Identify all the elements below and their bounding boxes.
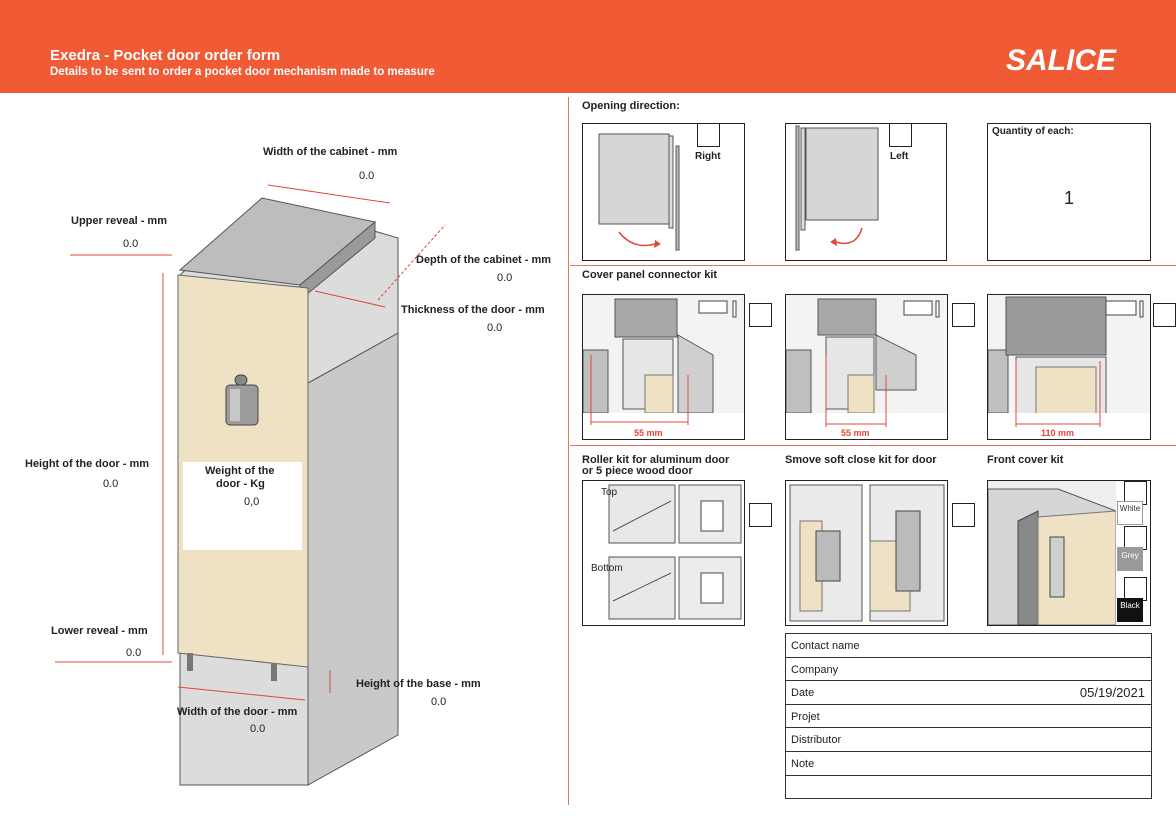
width-cabinet-label: Width of the cabinet - mm — [263, 146, 398, 158]
project-label: Projet — [791, 710, 820, 723]
contact-row[interactable]: Note — [785, 751, 1152, 776]
cover-kit-1-panel: 55 mm — [582, 294, 745, 440]
contact-row[interactable]: Company — [785, 657, 1152, 682]
contact-name-label: Contact name — [791, 640, 860, 652]
weight-value[interactable]: 0,0 — [244, 496, 260, 508]
roller-kit-illustration — [608, 484, 742, 620]
width-cabinet-value[interactable]: 0.0 — [359, 170, 375, 182]
cover-kit-1-measure: 55 mm — [634, 428, 663, 438]
distributor-label: Distributor — [791, 734, 842, 747]
roller-kit-panel: Top Bottom — [582, 480, 745, 626]
height-base-value[interactable]: 0.0 — [431, 696, 447, 708]
weight-field[interactable]: Weight of the door - Kg 0,0 — [183, 462, 302, 550]
quantity-panel: Quantity of each: 1 — [987, 123, 1151, 261]
weight-label: Weight of the — [205, 465, 275, 477]
contact-row[interactable]: Distributor — [785, 728, 1152, 752]
divider-1 — [570, 265, 1176, 266]
roller-top-label: Top — [601, 487, 618, 498]
divider-vertical — [568, 97, 569, 805]
cover-kit-3-panel: 110 mm — [987, 294, 1151, 440]
cabinet-side-panel — [307, 332, 399, 786]
opening-left-label: Left — [890, 151, 909, 162]
opening-left-panel — [785, 123, 947, 261]
date-label: Date — [791, 687, 815, 700]
opening-right-label: Right — [695, 151, 721, 162]
front-cover-illustration — [987, 481, 1117, 626]
cover-kit-2-panel: 55 mm — [785, 294, 948, 440]
roller-bottom-label: Bottom — [591, 563, 623, 574]
cabinet-foot — [271, 663, 277, 681]
divider-2 — [570, 445, 1176, 446]
contact-row[interactable]: Contact name — [785, 634, 1152, 658]
front-cover-white-swatch: White — [1117, 501, 1143, 525]
height-door-label: Height of the door - mm — [25, 458, 150, 470]
quantity-label: Quantity of each: — [992, 126, 1074, 137]
contact-row[interactable]: Date 05/19/2021 — [785, 681, 1152, 705]
note-label: Note — [791, 757, 815, 770]
opening-left-checkbox[interactable] — [889, 123, 912, 147]
opening-right-panel — [582, 123, 745, 261]
cover-kit-2-illustration — [785, 295, 947, 439]
salice-logo: SALICE — [1006, 44, 1117, 77]
weight-label-2: door - Kg — [216, 478, 265, 490]
width-door-label: Width of the door - mm — [177, 706, 298, 718]
smove-checkbox[interactable] — [952, 503, 975, 527]
quantity-value[interactable]: 1 — [1064, 188, 1075, 208]
front-cover-black-swatch: Black — [1117, 598, 1143, 622]
opening-right-illustration — [598, 133, 680, 251]
width-door-value[interactable]: 0.0 — [250, 723, 266, 735]
opening-right-checkbox[interactable] — [697, 123, 720, 147]
weight-icon — [225, 374, 259, 426]
contact-table: Contact name Company Date 05/19/2021 Proj… — [785, 633, 1152, 800]
cover-kit-1-checkbox[interactable] — [749, 303, 772, 327]
cover-kit-3-measure: 110 mm — [1041, 428, 1075, 438]
height-base-label: Height of the base - mm — [356, 678, 481, 690]
depth-cabinet-value[interactable]: 0.0 — [497, 272, 513, 284]
lower-reveal-label: Lower reveal - mm — [51, 625, 148, 637]
opening-left-illustration — [795, 125, 879, 251]
roller-kit-title-2: or 5 piece wood door — [582, 465, 693, 477]
opening-direction-title: Opening direction: — [582, 100, 680, 112]
upper-reveal-label: Upper reveal - mm — [71, 215, 167, 227]
cabinet-foot — [187, 653, 193, 671]
lower-reveal-value[interactable]: 0.0 — [126, 647, 142, 659]
page-subtitle: Details to be sent to order a pocket doo… — [50, 66, 435, 78]
front-cover-title: Front cover kit — [987, 454, 1064, 466]
roller-kit-title-1: Roller kit for aluminum door — [582, 454, 730, 466]
date-value[interactable]: 05/19/2021 — [1079, 685, 1145, 701]
header-bar — [0, 0, 1176, 93]
cover-kit-3-illustration — [987, 295, 1150, 439]
thickness-door-label: Thickness of the door - mm — [401, 304, 545, 316]
cover-kit-2-checkbox[interactable] — [952, 303, 975, 327]
cover-kit-title: Cover panel connector kit — [582, 269, 718, 281]
company-label: Company — [791, 663, 839, 676]
upper-reveal-value[interactable]: 0.0 — [123, 238, 139, 250]
cover-kit-2-measure: 55 mm — [841, 428, 870, 438]
contact-row[interactable]: Projet — [785, 704, 1152, 729]
thickness-door-value[interactable]: 0.0 — [487, 322, 503, 334]
smove-panel — [785, 480, 948, 626]
smove-title: Smove soft close kit for door — [785, 454, 937, 466]
smove-illustration — [789, 484, 945, 622]
front-cover-grey-swatch: Grey — [1117, 547, 1143, 571]
roller-kit-checkbox[interactable] — [749, 503, 772, 527]
page-title: Exedra - Pocket door order form — [50, 47, 281, 64]
height-door-value[interactable]: 0.0 — [103, 478, 119, 490]
cover-kit-3-checkbox[interactable] — [1153, 303, 1176, 327]
depth-cabinet-label: Depth of the cabinet - mm — [416, 254, 552, 266]
cover-kit-1-illustration — [582, 295, 744, 439]
contact-row[interactable] — [785, 775, 1152, 800]
